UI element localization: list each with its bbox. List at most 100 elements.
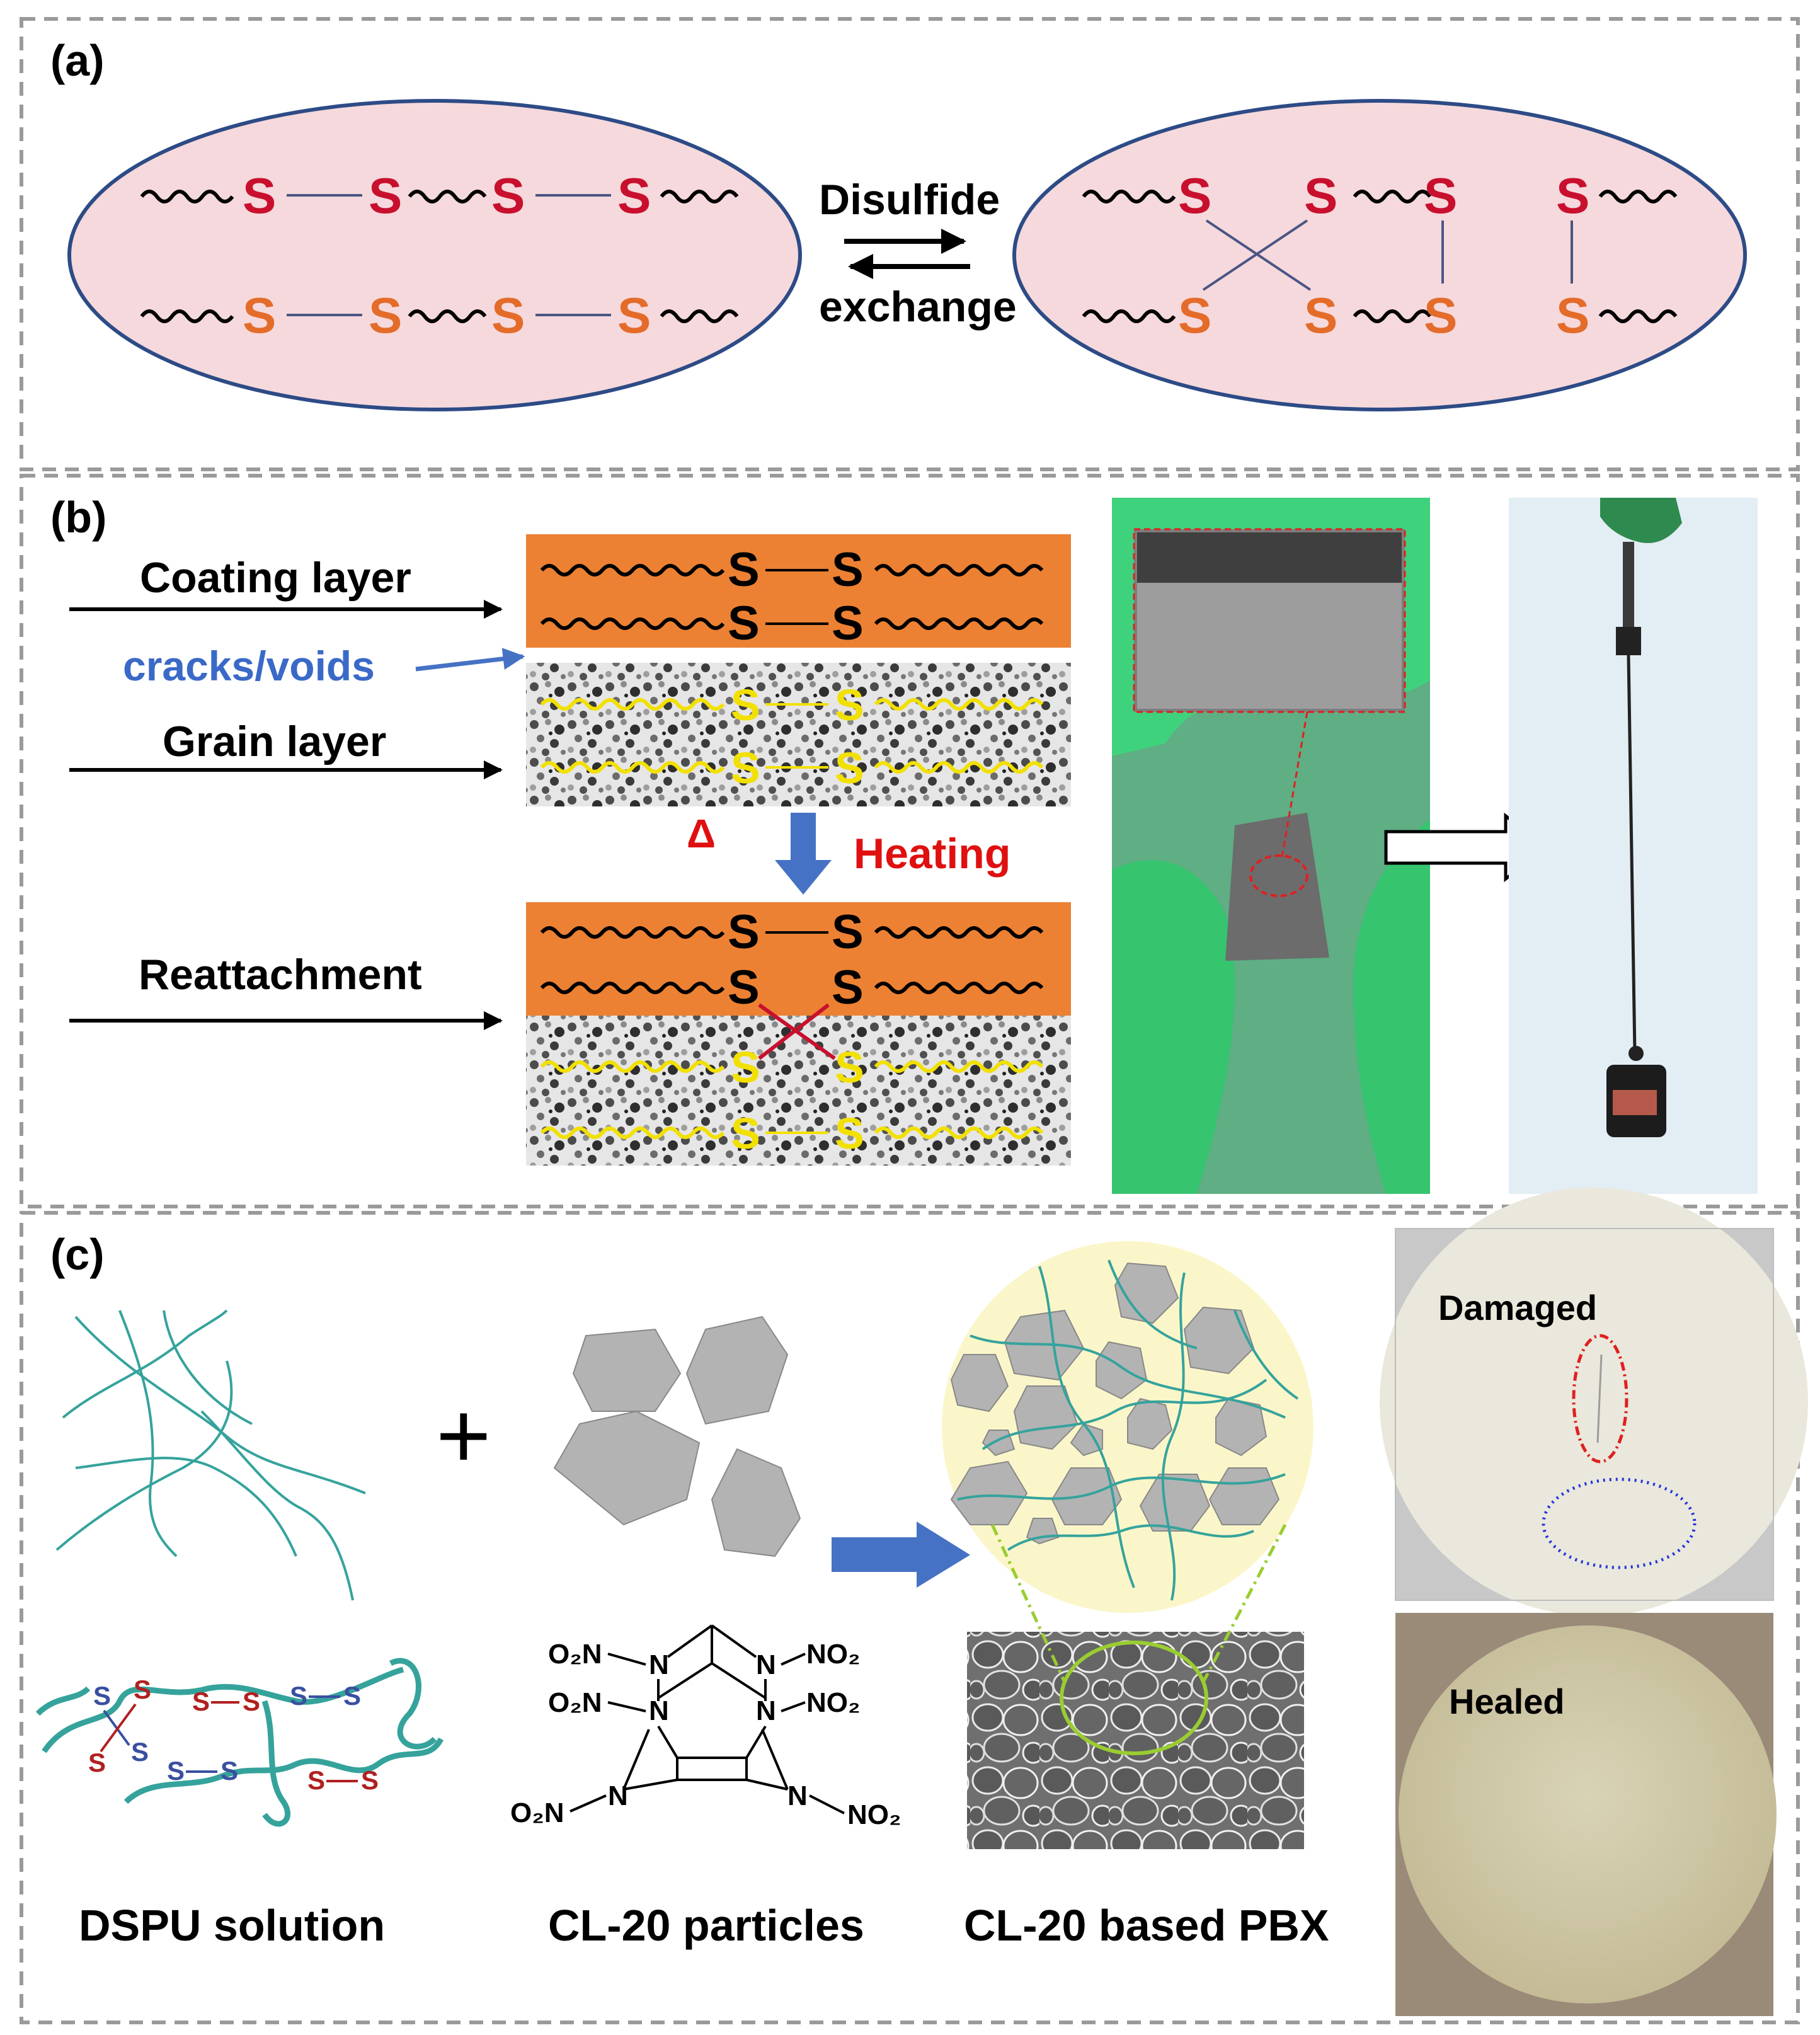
polymer-chain — [35, 1686, 91, 1716]
zoom-guide — [1201, 1523, 1287, 1683]
pbx-magnified-circle — [942, 1241, 1313, 1613]
cage-bonds — [569, 1624, 845, 1814]
layer-stack-after: S S S S S S S S — [526, 902, 1071, 1166]
wavy-chain — [660, 190, 739, 203]
sulfur-atom: S — [731, 743, 760, 793]
panel-b-label: (b) — [50, 493, 106, 542]
wavy-chain — [140, 190, 234, 203]
sulfur-atom: S — [617, 168, 651, 224]
cl20-molecule: O₂N O₂N O₂N NO₂ NO₂ NO₂ N N N N N N — [510, 1624, 901, 1830]
sulfur-atom: S — [290, 1681, 307, 1711]
wavy-chain — [540, 926, 725, 939]
sulfur-atom: S — [731, 680, 760, 730]
wavy-chain — [874, 1126, 1044, 1139]
wavy-chain — [874, 1060, 1044, 1073]
sulfur-atom: S — [93, 1681, 111, 1711]
damaged-label: Damaged — [1438, 1288, 1597, 1327]
glove-lower — [1112, 860, 1235, 1194]
sulfur-atom: S — [491, 287, 525, 343]
hanging-weight-photo — [1509, 498, 1758, 1194]
crack-marker — [1572, 1334, 1628, 1464]
sulfur-atom: S — [1556, 287, 1589, 343]
nitrogen-atom: N — [756, 1649, 776, 1680]
polymer-chain — [261, 1700, 290, 1827]
disulfide-label: Disulfide — [819, 176, 1000, 224]
glove-top — [1600, 498, 1682, 543]
sulfur-atom: S — [131, 1737, 149, 1767]
sulfur-atom: S — [731, 1109, 760, 1158]
crossed-bond — [1202, 219, 1308, 291]
nitro-group: O₂N — [548, 1639, 602, 1670]
sulfur-atom: S — [220, 1756, 238, 1786]
sulfur-atom: S — [243, 1687, 260, 1716]
sulfur-atom: S — [832, 543, 864, 597]
polymer-chain — [389, 1658, 437, 1750]
sulfur-atom: S — [1304, 287, 1337, 343]
crossed-bond — [758, 1003, 830, 1060]
disulfide-bond — [103, 1709, 130, 1746]
sulfur-atom: S — [1556, 168, 1589, 224]
wavy-chain — [540, 761, 725, 774]
coating-layer-band — [526, 902, 1071, 1016]
sulfur-atom: S — [243, 168, 276, 224]
sulfur-atom: S — [369, 168, 402, 224]
caption-cl20: CL-20 particles — [548, 1901, 864, 1950]
sulfur-atom: S — [307, 1765, 325, 1795]
coating-layer-label: Coating layer — [140, 554, 411, 602]
sulfur-atom: S — [728, 543, 760, 597]
sulfur-atom: S — [832, 905, 864, 959]
sulfur-atom: S — [835, 680, 864, 730]
sulfur-atom: S — [167, 1756, 185, 1786]
wavy-chain — [874, 698, 1044, 711]
wavy-chain — [874, 926, 1044, 939]
zoom-guide — [990, 1523, 1067, 1683]
heating-arrow — [775, 813, 832, 895]
reattachment-label: Reattachment — [139, 951, 422, 999]
nitro-group: O₂N — [548, 1687, 602, 1718]
stretch-photo — [1112, 498, 1430, 1194]
wavy-chain — [874, 982, 1044, 994]
healed-photo: Healed — [1395, 1613, 1777, 2016]
highlight-region — [1060, 1641, 1208, 1755]
ellipse-left: S S S S S S S S — [67, 99, 802, 411]
sulfur-atom: S — [835, 743, 864, 793]
sulfur-atom: S — [1424, 168, 1457, 224]
wavy-chain — [140, 309, 234, 323]
nitro-group: NO₂ — [806, 1687, 861, 1718]
clamp — [1616, 627, 1641, 655]
sulfur-atom: S — [491, 168, 525, 224]
sulfur-atom: S — [835, 1109, 864, 1158]
exchange-label: exchange — [819, 283, 1017, 331]
wavy-chain — [1353, 309, 1432, 323]
repair-marker — [1542, 1477, 1697, 1569]
hanging-wire — [1627, 655, 1637, 1053]
polymer-chain — [123, 1737, 444, 1804]
wavy-chain — [874, 617, 1044, 630]
wavy-chain — [540, 698, 725, 711]
wavy-chain — [408, 309, 487, 323]
panel-a-label: (a) — [50, 36, 105, 85]
crossed-bond — [1205, 219, 1312, 291]
sulfur-atom: S — [832, 597, 864, 650]
wavy-chain — [540, 564, 725, 576]
grain-layer-band — [526, 1016, 1071, 1166]
panel-c-label: (c) — [50, 1230, 105, 1279]
wavy-chain — [1082, 190, 1176, 203]
mixing-arrow — [832, 1522, 970, 1588]
sem-micrograph — [967, 1523, 1304, 1849]
ellipse-right: S S S S S S S S — [1012, 99, 1747, 411]
sulfur-atom: S — [192, 1687, 210, 1716]
wavy-chain — [1082, 309, 1176, 323]
zoom-leader-line — [1281, 711, 1308, 857]
wavy-chain — [540, 982, 725, 994]
sulfur-atom: S — [1178, 168, 1211, 224]
crossed-bond — [758, 1003, 836, 1060]
hook — [1628, 1046, 1644, 1061]
wavy-chain — [540, 1126, 725, 1139]
wavy-chain — [660, 309, 739, 323]
surface-crack — [1596, 1354, 1603, 1443]
damaged-photo: Damaged — [1380, 1188, 1808, 1616]
healed-label: Healed — [1449, 1682, 1565, 1721]
grain-layer-band — [526, 663, 1071, 806]
disulfide-bond — [100, 1703, 137, 1753]
